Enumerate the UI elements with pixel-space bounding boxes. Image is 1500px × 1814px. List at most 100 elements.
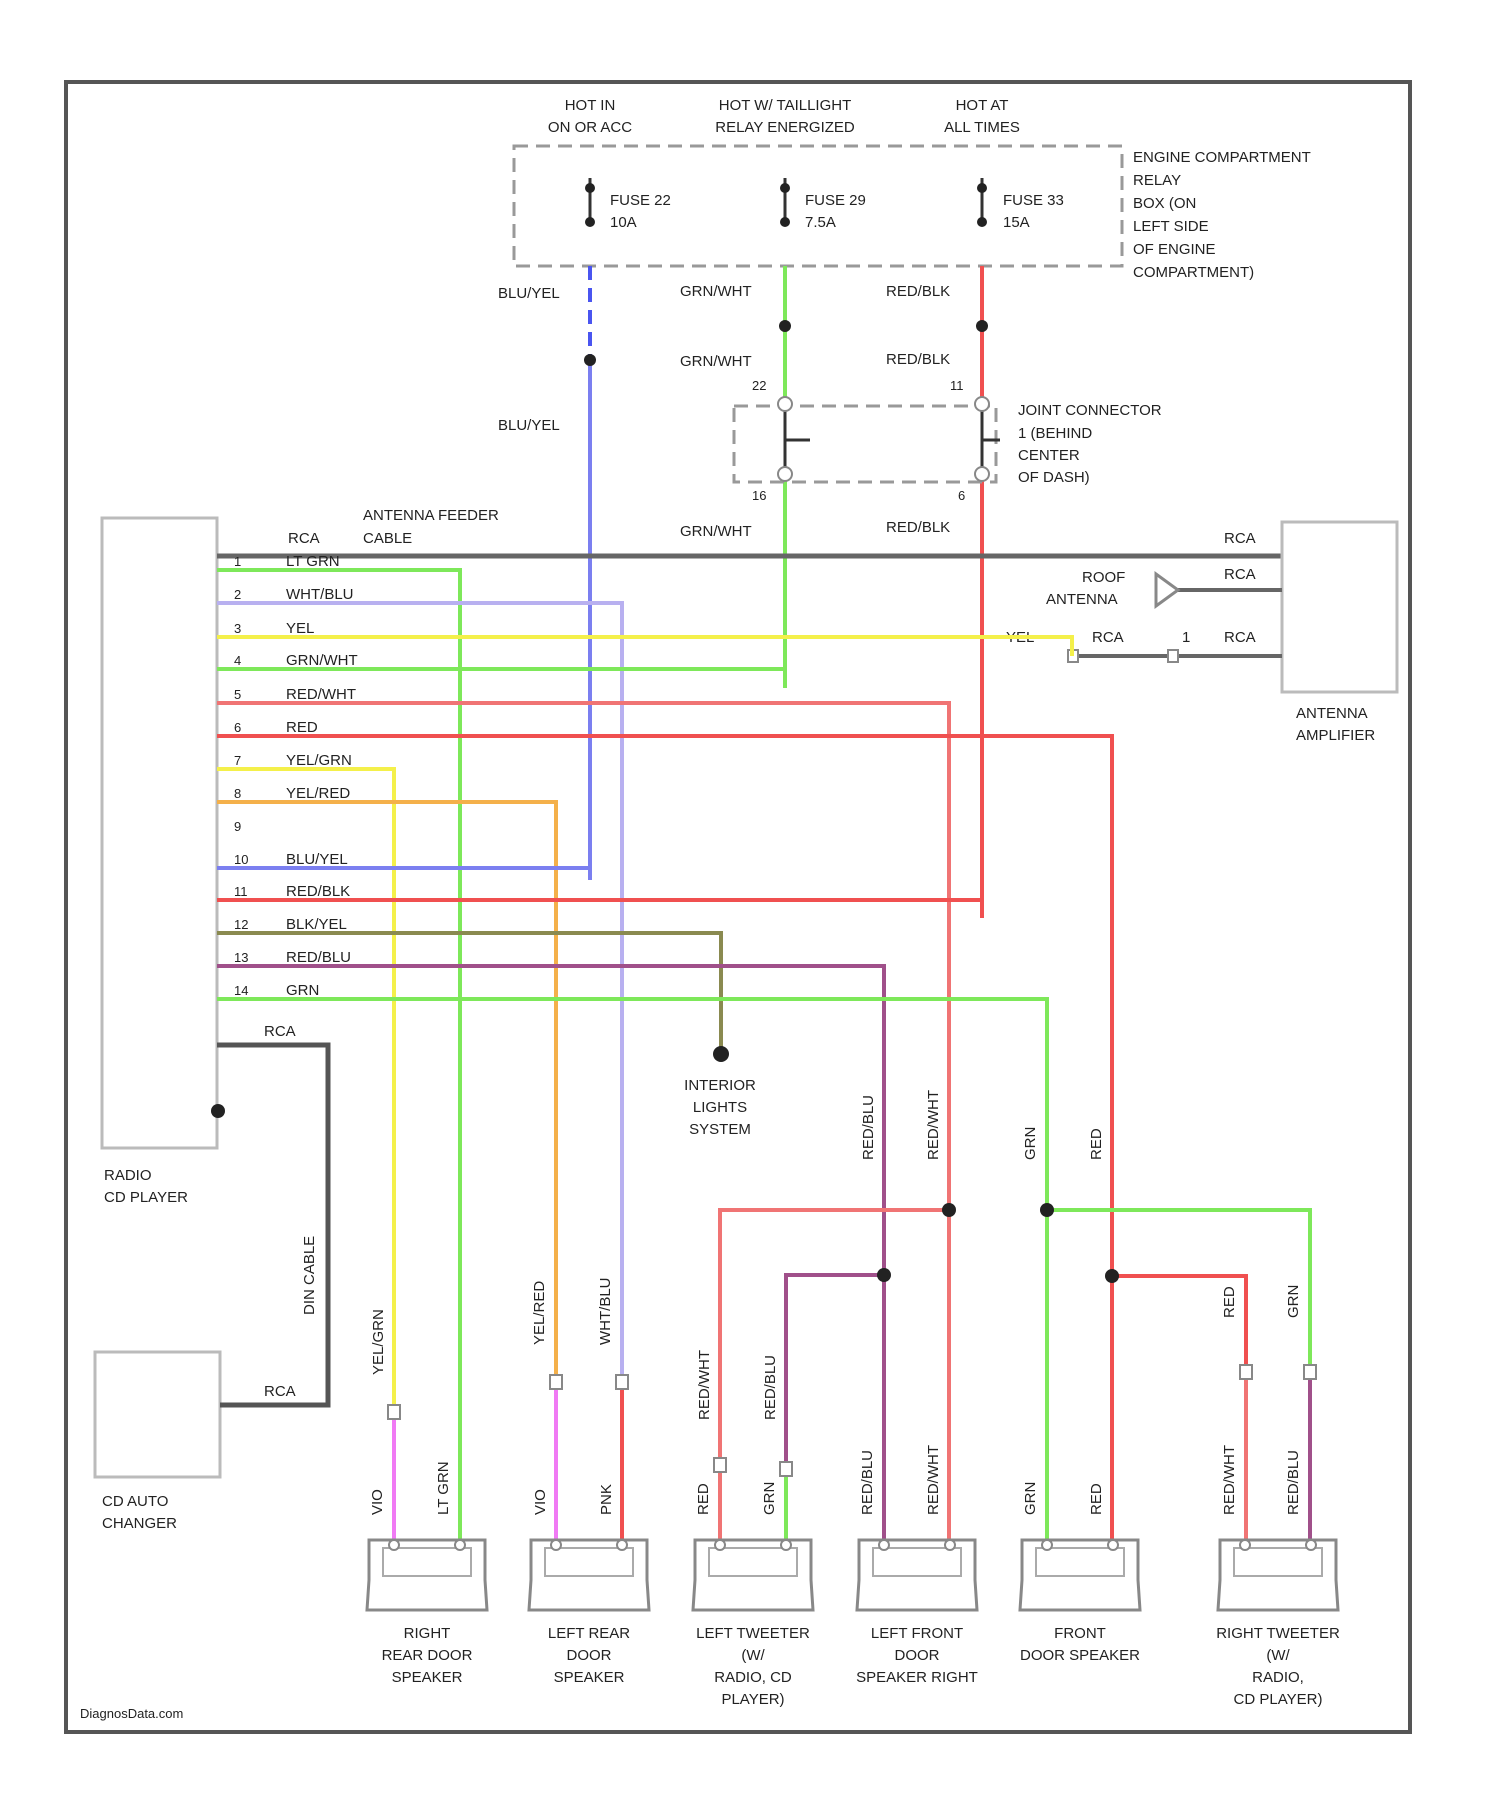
radio-pin-wire-color: YEL/GRN xyxy=(286,752,352,769)
speaker-label-line: FRONT xyxy=(1054,1625,1106,1642)
vlabel-yel-grn: YEL/GRN xyxy=(370,1309,387,1375)
fuse-mid-top xyxy=(780,183,790,193)
joint-connector-internals xyxy=(785,400,1000,474)
harness-wire-pin-2 xyxy=(217,603,622,1382)
fuse-left-rating: 10A xyxy=(610,214,637,231)
amp-rca-label-1: RCA xyxy=(1092,629,1124,646)
roof-antenna-symbol xyxy=(1156,574,1178,606)
radio-pin-number: 3 xyxy=(234,621,241,636)
vlabel-red-wht-mid: RED/WHT xyxy=(925,1090,942,1160)
cd-changer-label-1: CD AUTO xyxy=(102,1493,168,1510)
joint-label-1: JOINT CONNECTOR xyxy=(1018,402,1162,419)
din-cable-label: DIN CABLE xyxy=(301,1236,318,1315)
radio-pin-wire-color: RED/BLK xyxy=(286,883,350,900)
harness-wire-pin-14 xyxy=(217,999,1047,1542)
joint-connector-label: JOINT CONNECTOR 1 (BEHIND CENTER OF DASH… xyxy=(1018,402,1162,486)
harness-wire-pin-6 xyxy=(217,736,1112,1542)
speakers: RIGHTREAR DOORSPEAKERLEFT REARDOORSPEAKE… xyxy=(367,1540,1340,1708)
cd-changer-label: CD AUTO CHANGER xyxy=(102,1493,177,1532)
grn-wht-label-3: GRN/WHT xyxy=(680,523,752,540)
interior-lights: INTERIOR LIGHTS SYSTEM xyxy=(684,1046,756,1138)
blu-yel-label-2: BLU/YEL xyxy=(498,417,560,434)
feeder-label-2: CABLE xyxy=(363,530,412,547)
wire-grn-to-right-tweeter xyxy=(1047,1210,1310,1372)
din-cable xyxy=(217,1045,328,1405)
radio-pin-wire-color: BLU/YEL xyxy=(286,851,348,868)
speaker-label-line: (W/ xyxy=(1266,1647,1290,1664)
speaker: RIGHT TWEETER(W/RADIO,CD PLAYER) xyxy=(1216,1540,1340,1708)
vlabel-red-1: RED xyxy=(695,1483,712,1515)
speaker-label-line: SPEAKER RIGHT xyxy=(856,1669,978,1686)
relay-box-line5: OF ENGINE xyxy=(1133,241,1216,258)
speaker-label-line: RIGHT xyxy=(404,1625,451,1642)
din-rca-top: RCA xyxy=(264,1023,296,1040)
power-sources: HOT IN ON OR ACC HOT W/ TAILLIGHT RELAY … xyxy=(548,97,1020,136)
speaker-label-line: REAR DOOR xyxy=(382,1647,473,1664)
amp-label-1: ANTENNA xyxy=(1296,705,1368,722)
radio-pin-wire-color: BLK/YEL xyxy=(286,916,347,933)
footer-watermark: DiagnosData.com xyxy=(80,1706,183,1721)
radio-pin-wire-color: GRN/WHT xyxy=(286,652,358,669)
splice-red-blk xyxy=(976,320,988,332)
hot-on-acc-line1: HOT IN xyxy=(565,97,616,114)
radio-ground-dot xyxy=(211,1104,225,1118)
vlabel-red-right: RED xyxy=(1221,1286,1238,1318)
radio-pin-wire-color: RED/BLU xyxy=(286,949,351,966)
joint-pin-6 xyxy=(975,467,989,481)
speaker-label-line: RADIO, CD xyxy=(714,1669,792,1686)
lower-connectors xyxy=(388,1365,1316,1476)
vlabel-red-mid: RED xyxy=(1088,1128,1105,1160)
radio-pin-number: 7 xyxy=(234,753,241,768)
fuse-left-top xyxy=(585,183,595,193)
conn-right-rear xyxy=(388,1405,400,1419)
fuse-right-rating: 15A xyxy=(1003,214,1030,231)
radio-pin-number: 13 xyxy=(234,950,248,965)
vlabel-red-wht-3: RED/WHT xyxy=(1221,1445,1238,1515)
wire-red-blu-to-left-tweeter xyxy=(786,1275,884,1470)
interior-lights-connector xyxy=(713,1046,729,1062)
amp-connector-2 xyxy=(1168,650,1178,662)
relay-box-label: ENGINE COMPARTMENT RELAY BOX (ON LEFT SI… xyxy=(1133,149,1311,281)
fuse-mid-bot xyxy=(780,217,790,227)
vlabel-red-blu-2: RED/BLU xyxy=(859,1450,876,1515)
feeder-rca-left: RCA xyxy=(288,530,320,547)
din-rca-bottom: RCA xyxy=(264,1383,296,1400)
vlabel-red-wht-2: RED/WHT xyxy=(925,1445,942,1515)
wire-red-wht-to-left-tweeter xyxy=(720,1210,949,1542)
fuse-labels: FUSE 22 10A FUSE 29 7.5A FUSE 33 15A xyxy=(610,192,1064,231)
hot-always-line2: ALL TIMES xyxy=(944,119,1020,136)
feeder-rca-right: RCA xyxy=(1224,530,1256,547)
diagram-border xyxy=(66,82,1410,1732)
roof-rca: RCA xyxy=(1224,566,1256,583)
fuse-right-name: FUSE 33 xyxy=(1003,192,1064,209)
radio-pin-number: 1 xyxy=(234,554,241,569)
radio-pin-wire-color: GRN xyxy=(286,982,319,999)
hot-taillight-line1: HOT W/ TAILLIGHT xyxy=(719,97,852,114)
speaker-terminal xyxy=(1240,1540,1250,1550)
antenna-feeder-label: ANTENNA FEEDER CABLE RCA RCA xyxy=(288,507,1256,547)
vlabel-wht-blu: WHT/BLU xyxy=(597,1278,614,1346)
roof-antenna-label: ROOF ANTENNA RCA xyxy=(1046,566,1256,608)
vlabel-grn-2: GRN xyxy=(1022,1482,1039,1515)
fuse-left-name: FUSE 22 xyxy=(610,192,671,209)
conn-left-tweeter-a xyxy=(714,1458,726,1472)
radio-label: RADIO CD PLAYER xyxy=(104,1167,188,1206)
blu-yel-label-1: BLU/YEL xyxy=(498,285,560,302)
speaker-terminal xyxy=(551,1540,561,1550)
speaker-label-line: LEFT FRONT xyxy=(871,1625,963,1642)
speaker-label-line: SPEAKER xyxy=(554,1669,625,1686)
vlabel-vio-2: VIO xyxy=(532,1489,549,1515)
lower-splices xyxy=(877,1203,1119,1283)
radio-pin-number: 4 xyxy=(234,653,241,668)
speaker-terminal xyxy=(455,1540,465,1550)
splice-blu-yel xyxy=(584,354,596,366)
vlabel-pnk: PNK xyxy=(598,1484,615,1515)
feed-wire-labels: BLU/YEL BLU/YEL GRN/WHT GRN/WHT GRN/WHT … xyxy=(498,283,950,540)
fuse-left-bot xyxy=(585,217,595,227)
vlabel-red-2: RED xyxy=(1088,1483,1105,1515)
joint-label-3: CENTER xyxy=(1018,447,1080,464)
speaker-terminal xyxy=(879,1540,889,1550)
speaker-label-line: CD PLAYER) xyxy=(1234,1691,1323,1708)
conn-left-rear-wht-blu xyxy=(616,1375,628,1389)
